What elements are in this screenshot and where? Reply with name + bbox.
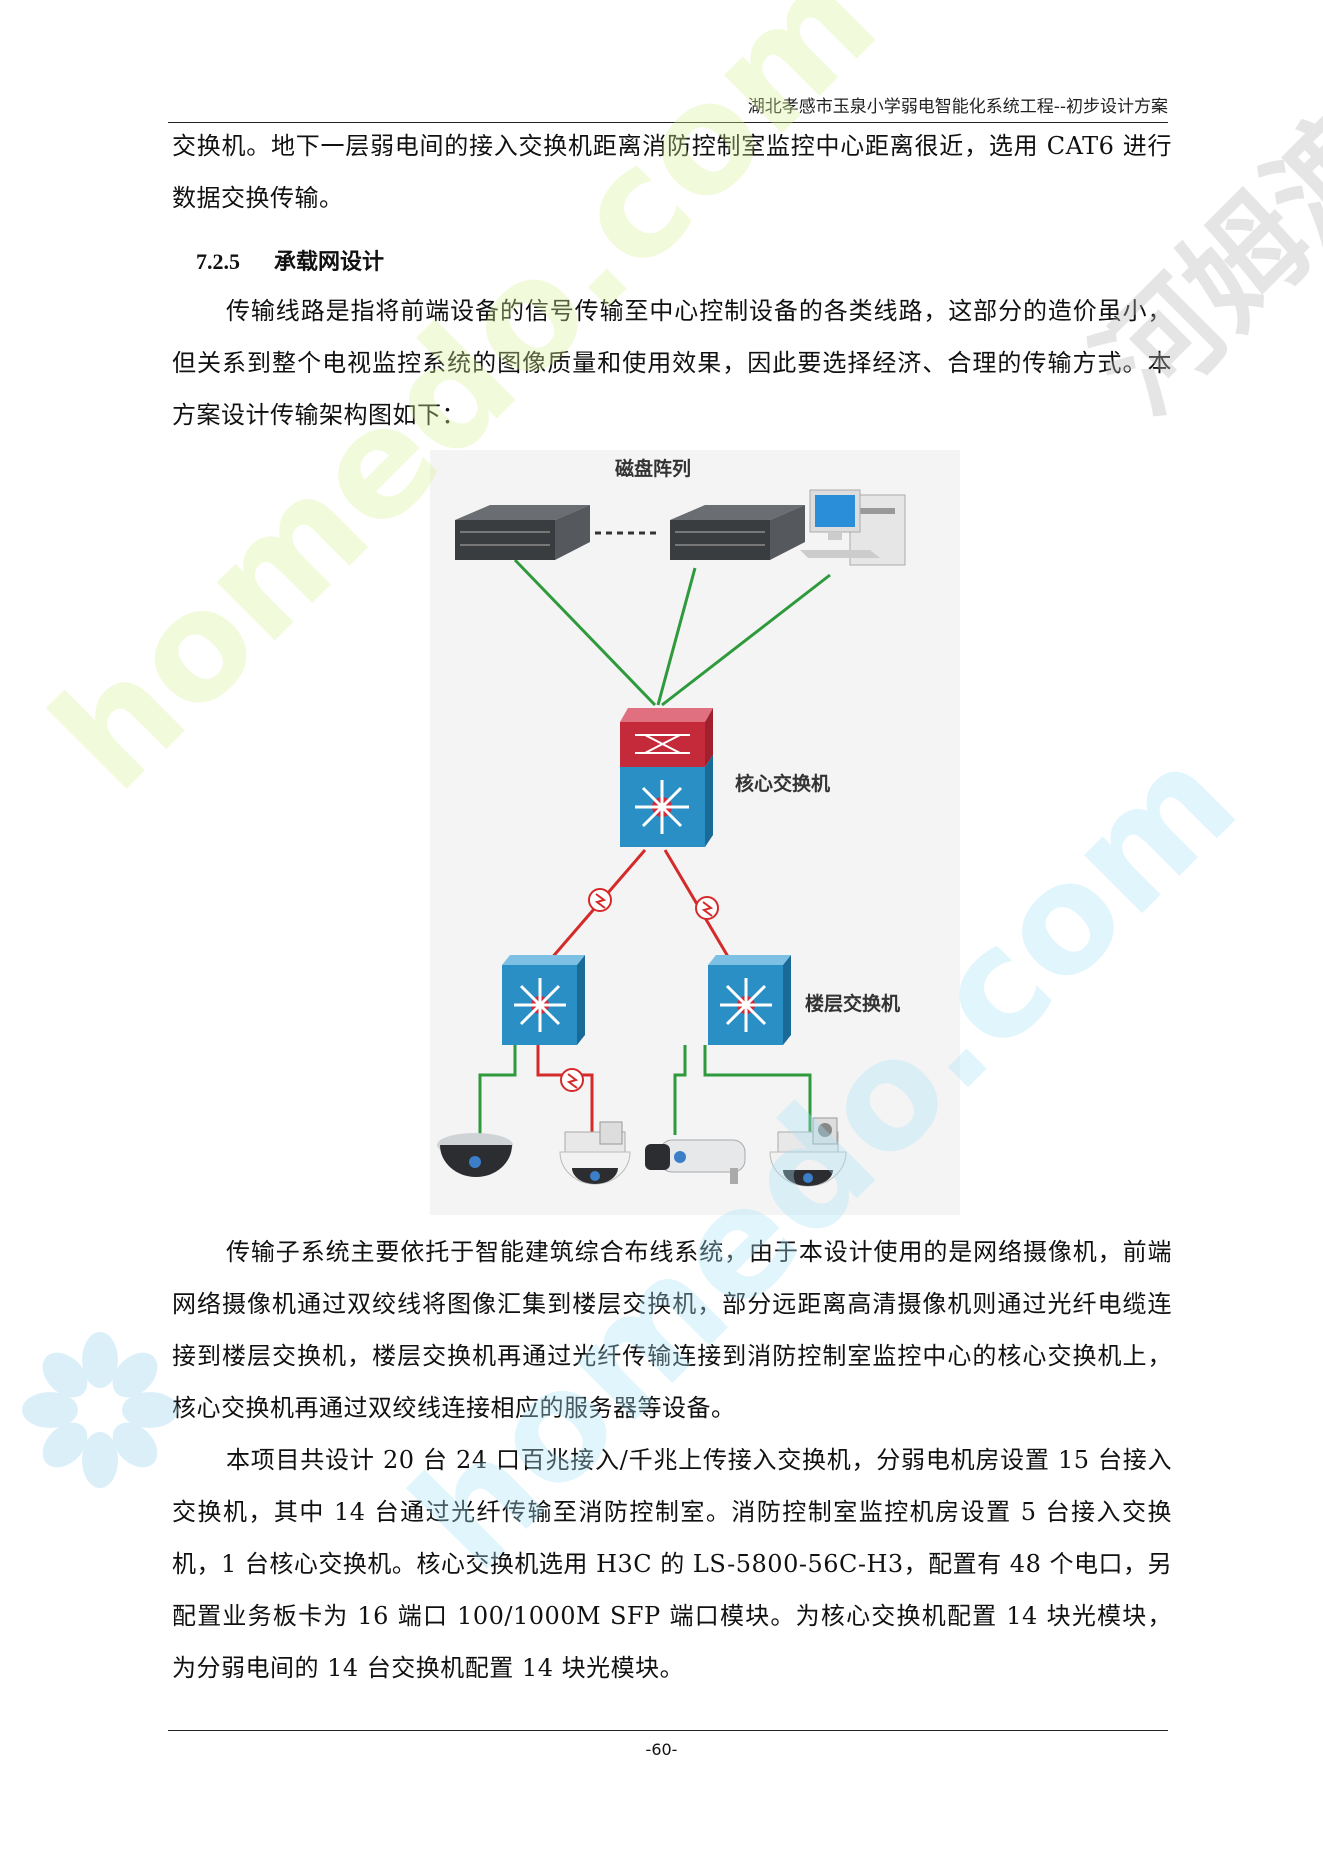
lightning-icon (566, 1073, 579, 1089)
section-paragraph: 传输线路是指将前端设备的信号传输至中心控制设备的各类线路，这部分的造价虽小，但关… (172, 297, 1172, 429)
disk-array-label: 磁盘阵列 (615, 457, 691, 480)
intro-paragraph: 交换机。地下一层弱电间的接入交换机距离消防控制室监控中心距离很近，选用 CAT6… (172, 132, 1172, 212)
ptz-camera-icon (559, 1121, 631, 1185)
fiber-icon-left (588, 888, 612, 912)
body-paragraph-1: 传输子系统主要依托于智能建筑综合布线系统，由于本设计使用的是网络摄像机，前端网络… (172, 1238, 1172, 1422)
disk-array-unit-right (670, 505, 805, 560)
header-rule (168, 122, 1168, 123)
bullet-camera-icon (645, 1139, 746, 1184)
floor-switch-icon-right (708, 955, 791, 1045)
lightning-icon (594, 893, 607, 909)
running-header: 湖北孝感市玉泉小学弱电智能化系统工程--初步设计方案 (747, 97, 1168, 117)
core-switch-label: 核心交换机 (735, 772, 830, 795)
copper-links-bottom (478, 1045, 812, 1140)
fiber-icon-right (695, 896, 719, 920)
workstation-icon (800, 489, 906, 566)
lightning-icon (701, 901, 714, 917)
section-heading: 7.2.5 承载网设计 (196, 244, 384, 276)
page-number: -60- (645, 1740, 678, 1759)
floor-switch-icon-left (502, 955, 585, 1045)
fiber-icon-camera (560, 1068, 584, 1092)
body-paragraph-2: 本项目共设计 20 台 24 口百兆接入/千兆上传接入交换机，分弱电机房设置 1… (172, 1446, 1172, 1682)
section-title: 承载网设计 (274, 250, 385, 275)
footer-rule (168, 1730, 1168, 1731)
fiber-link-camera (536, 1045, 594, 1138)
network-diagram-svg: 磁盘阵列 (437, 457, 906, 1187)
floor-switch-label: 楼层交换机 (805, 992, 900, 1015)
network-diagram: 磁盘阵列 (430, 450, 960, 1215)
disk-array-unit-left (455, 505, 590, 560)
section-number: 7.2.5 (196, 249, 240, 274)
watermark-flower-icon (22, 1332, 178, 1488)
ptz-camera-icon (769, 1117, 847, 1187)
dome-camera-icon (437, 1133, 513, 1177)
copper-links-top (513, 558, 831, 707)
core-switch-icon (620, 708, 713, 847)
